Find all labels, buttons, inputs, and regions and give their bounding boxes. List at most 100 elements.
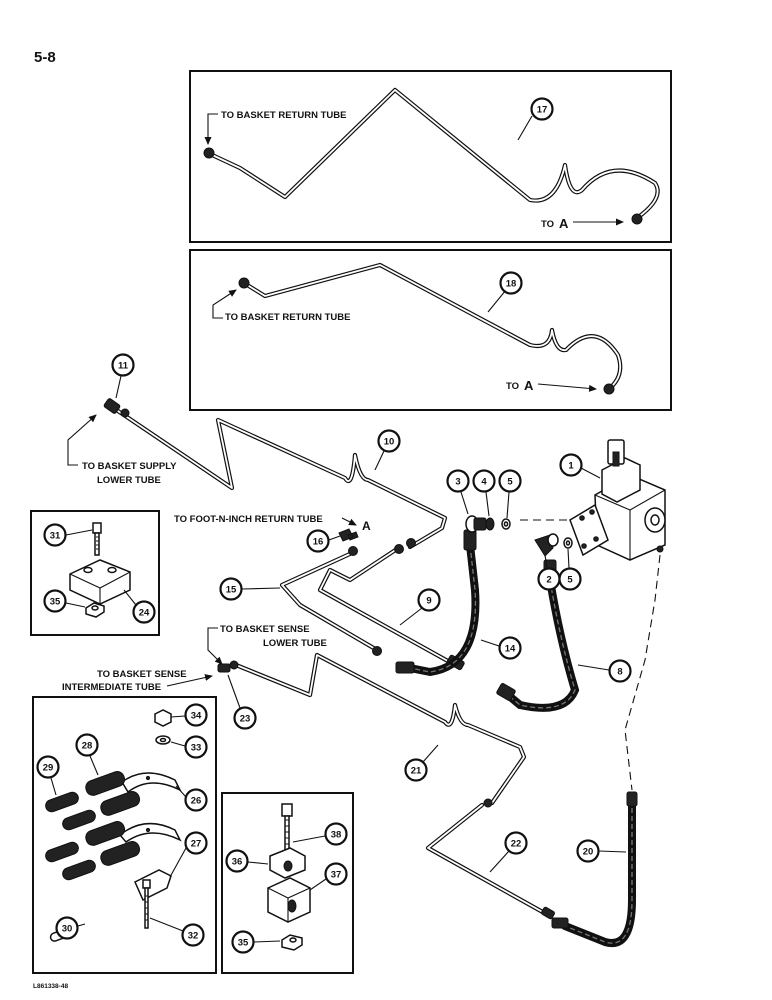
page-number: 5-8 [34, 49, 56, 66]
inset-clamp-small [30, 510, 160, 636]
inset-frame-clamp [30, 510, 160, 636]
svg-text:32: 32 [188, 931, 199, 942]
svg-text:31: 31 [50, 531, 61, 542]
svg-text:24: 24 [139, 608, 150, 619]
label-basket-return-1: TO BASKET RETURN TUBE [221, 110, 346, 121]
callout-8: 8 [577, 659, 632, 683]
svg-text:15: 15 [226, 585, 237, 596]
svg-text:8: 8 [617, 667, 622, 678]
callout-34: 34 [170, 703, 208, 727]
svg-text:22: 22 [511, 839, 522, 850]
callout-26: 26 [175, 785, 208, 812]
tube-nut [603, 383, 615, 395]
label-sense-lower-line1: TO BASKET SENSE [220, 624, 310, 635]
label-sense-int-line2: INTERMEDIATE TUBE [62, 682, 161, 693]
tube-nut [203, 147, 215, 159]
tube-nut [229, 660, 239, 670]
svg-text:21: 21 [411, 766, 422, 777]
tube-nut [238, 277, 250, 289]
inset-tube-17: TO BASKET RETURN TUBE TO A [189, 70, 672, 243]
fitting-16-tee [338, 528, 359, 542]
tube-nut [631, 213, 643, 225]
callout-18: 18 [499, 271, 523, 295]
hose-20 [551, 791, 638, 948]
svg-text:2: 2 [546, 575, 551, 586]
label-to-a-1: TO [541, 219, 554, 230]
tube-nut [406, 538, 416, 548]
hose-end [626, 791, 638, 807]
hose-end [496, 683, 516, 701]
inset-frame-clamp-medium [221, 792, 354, 974]
svg-text:5: 5 [507, 477, 513, 488]
callout-16: 16 [306, 529, 341, 553]
callout-1: 1 [559, 453, 601, 479]
hose-end [395, 661, 415, 674]
svg-text:34: 34 [191, 711, 202, 722]
svg-text:17: 17 [537, 105, 548, 116]
tube-21 [233, 652, 527, 806]
callout-11: 11 [111, 353, 135, 399]
tube-9 [317, 544, 458, 668]
callout-15: 15 [219, 577, 281, 601]
hose-end [551, 917, 569, 929]
svg-text:1: 1 [568, 461, 574, 472]
fitting-23-tee [217, 663, 231, 673]
label-sense-lower-line2: LOWER TUBE [263, 638, 327, 649]
inset-frame-17 [189, 70, 672, 243]
callouts: 1 2 3 4 5 5 8 9 10 11 14 15 16 17 18 20 … [36, 97, 632, 954]
svg-text:30: 30 [62, 924, 73, 935]
svg-text:11: 11 [118, 361, 129, 372]
svg-text:4: 4 [481, 477, 487, 488]
callout-17: 17 [530, 97, 554, 121]
fitting-group-2-5 [534, 533, 573, 557]
label-point-a: A [559, 216, 569, 231]
callout-33: 33 [170, 735, 208, 759]
label-basket-return-2: TO BASKET RETURN TUBE [225, 312, 350, 323]
inset-clamp-large [32, 696, 217, 974]
inset-tube-18: TO BASKET RETURN TUBE TO A [189, 249, 672, 411]
pump-assembly [569, 439, 666, 561]
callout-20: 20 [576, 839, 627, 863]
callout-3: 3 [446, 469, 470, 515]
hose-end [463, 529, 477, 551]
callout-5: 5 [498, 469, 522, 519]
svg-text:27: 27 [191, 839, 202, 850]
svg-text:16: 16 [313, 537, 324, 548]
svg-text:35: 35 [238, 938, 249, 949]
callout-9: 9 [399, 588, 441, 626]
svg-text:10: 10 [384, 437, 395, 448]
svg-text:38: 38 [331, 830, 342, 841]
label-supply-line1: TO BASKET SUPPLY [82, 461, 177, 472]
callout-2: 2 [537, 554, 561, 591]
callout-35b: 35 [231, 930, 281, 954]
tube-nut [372, 646, 382, 656]
svg-text:29: 29 [43, 763, 54, 774]
svg-text:37: 37 [331, 870, 342, 881]
label-foot-n-inch: TO FOOT-N-INCH RETURN TUBE [174, 514, 323, 525]
callout-29: 29 [36, 755, 60, 796]
callout-38: 38 [292, 822, 348, 846]
label-point-a: A [524, 378, 534, 393]
inset-frame-18 [189, 249, 672, 411]
svg-text:18: 18 [506, 279, 517, 290]
callout-31: 31 [43, 523, 93, 547]
tube-22 [425, 802, 551, 918]
callout-32: 32 [149, 917, 205, 947]
svg-text:9: 9 [426, 596, 431, 607]
callout-14: 14 [480, 636, 522, 660]
fitting-group-3-4-5 [465, 515, 511, 533]
tube-nut [120, 408, 130, 418]
callout-10: 10 [374, 429, 401, 471]
callout-28: 28 [75, 733, 99, 776]
callout-24: 24 [123, 589, 156, 624]
label-sense-int-line1: TO BASKET SENSE [97, 669, 187, 680]
callout-30: 30 [55, 916, 86, 940]
label-point-a: A [362, 519, 371, 533]
label-supply-line2: LOWER TUBE [97, 475, 161, 486]
svg-text:23: 23 [240, 714, 251, 725]
svg-text:35: 35 [50, 597, 61, 608]
inset-frame-clamp-large [32, 696, 217, 974]
callout-23: 23 [227, 674, 257, 730]
fitting-11-elbow [103, 398, 121, 414]
